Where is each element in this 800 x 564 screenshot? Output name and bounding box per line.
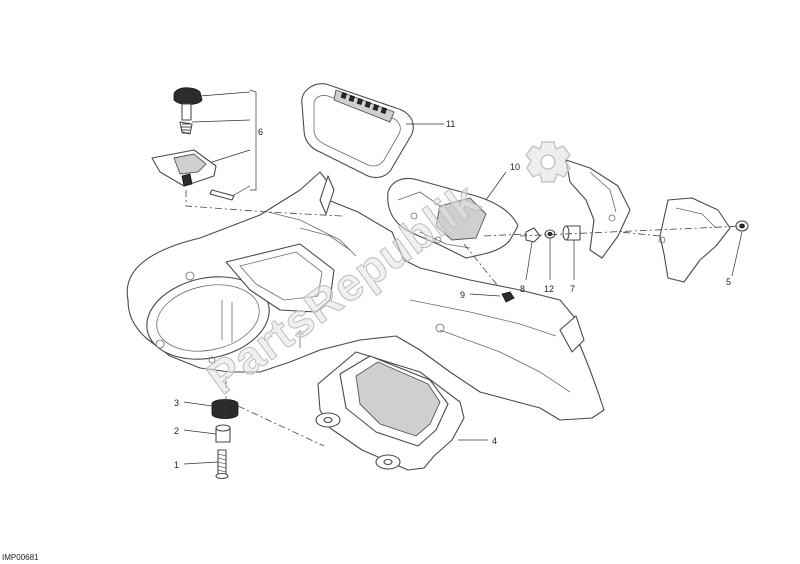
grommet-3 bbox=[211, 399, 239, 419]
callout-6: 6 bbox=[258, 127, 263, 137]
instrument-housing bbox=[387, 177, 519, 259]
alignment-lines bbox=[185, 190, 743, 447]
callout-1: 1 bbox=[174, 460, 179, 470]
lower-support bbox=[315, 351, 465, 471]
leader-lines bbox=[183, 89, 743, 465]
callout-12: 12 bbox=[544, 284, 554, 294]
drawing-code: IMP00681 bbox=[2, 553, 39, 562]
bushing-7 bbox=[562, 225, 581, 241]
callout-2: 2 bbox=[174, 426, 179, 436]
callout-9: 9 bbox=[460, 290, 465, 300]
callout-labels: 6 11 10 8 12 7 5 9 3 2 1 4 bbox=[174, 119, 731, 470]
callout-7: 7 bbox=[570, 284, 575, 294]
warning-light-row bbox=[340, 91, 388, 114]
washer-5 bbox=[735, 220, 749, 232]
nut-8 bbox=[525, 227, 541, 243]
callout-5: 5 bbox=[726, 277, 731, 287]
side-bracket-lower bbox=[658, 197, 731, 283]
instrument-bezel bbox=[301, 83, 414, 179]
callout-11: 11 bbox=[446, 119, 455, 129]
screw-1 bbox=[215, 449, 229, 480]
callout-4: 4 bbox=[492, 436, 497, 446]
callout-8: 8 bbox=[520, 284, 525, 294]
watermark-gear-icon bbox=[525, 141, 571, 183]
spacer-2 bbox=[215, 424, 231, 443]
callout-10: 10 bbox=[510, 162, 520, 172]
callout-3: 3 bbox=[174, 398, 179, 408]
washer-12 bbox=[544, 229, 556, 239]
screw-9 bbox=[501, 291, 515, 303]
lock-group bbox=[151, 87, 235, 201]
fairing-frame bbox=[126, 171, 605, 421]
side-bracket-upper bbox=[565, 159, 631, 259]
